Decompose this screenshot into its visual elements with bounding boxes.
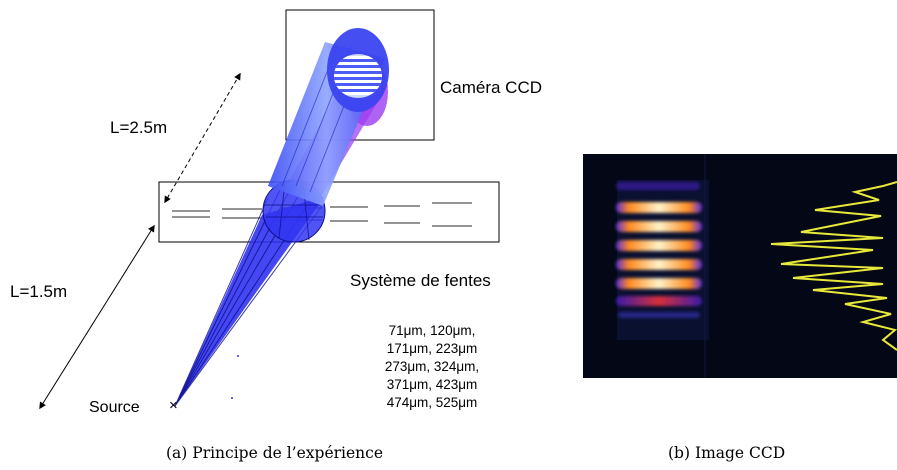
intensity-profile <box>770 181 897 351</box>
slit-width-line: 371μm, 423μm <box>386 377 478 392</box>
caption-b: (b) Image CCD <box>668 444 786 462</box>
slit-lines <box>172 202 472 227</box>
slits-title: Système de fentes <box>350 271 491 290</box>
ccd-image <box>583 154 897 378</box>
interference-fringes <box>616 182 702 318</box>
slit-width-line: 171μm, 223μm <box>386 341 478 356</box>
slit-width-list: 71μm, 120μm, 171μm, 223μm 273μm, 324μm, … <box>332 322 532 412</box>
distance-bottom-label: L=1.5m <box>10 282 68 301</box>
diffracted-beams <box>268 28 389 206</box>
distance-top-label: L=2.5m <box>110 118 168 137</box>
source-label: Source <box>89 399 140 416</box>
ccd-camera-box <box>285 9 435 141</box>
distance-arrow-bottom <box>39 224 155 410</box>
slit-width-line: 71μm, 120μm, <box>388 323 476 338</box>
slit-width-line: 273μm, 324μm, <box>384 359 480 374</box>
experiment-diagram <box>39 9 500 410</box>
source-marker: × <box>169 397 178 414</box>
caption-a: (a) Principe de l’expérience <box>166 444 383 462</box>
distance-arrow-top <box>164 72 241 204</box>
camera-label: Caméra CCD <box>440 78 543 97</box>
slit-width-line: 474μm, 525μm <box>386 395 478 410</box>
light-cone <box>174 179 326 407</box>
